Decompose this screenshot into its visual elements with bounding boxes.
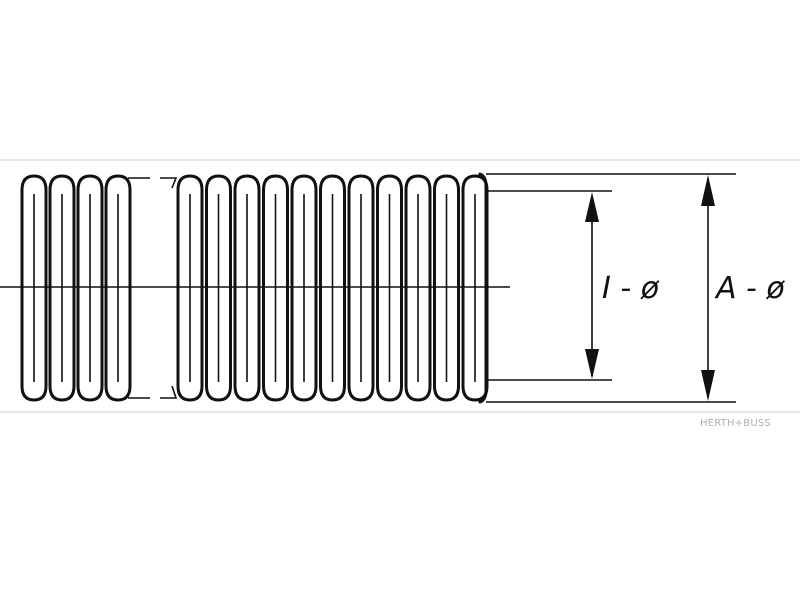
- hose-rib: [76, 174, 104, 402]
- hose-rib: [433, 174, 460, 402]
- hose-rib: [205, 174, 232, 402]
- outer-diameter-label: A - ø: [714, 271, 785, 306]
- hose-rib: [376, 174, 403, 402]
- outer-diameter-dimension: [701, 175, 715, 401]
- break-markers: [128, 177, 178, 399]
- smooth-tube-end: [478, 172, 736, 404]
- hose-rib: [104, 174, 132, 402]
- inner-diameter-dimension: [585, 192, 599, 379]
- hose-rib: [48, 174, 76, 402]
- hose-rib: [233, 174, 261, 402]
- hose-rib: [290, 174, 318, 402]
- hose-rib: [404, 174, 432, 402]
- corrugated-hose-body: [20, 174, 489, 402]
- hose-rib: [319, 174, 346, 402]
- hose-rib: [347, 174, 375, 402]
- hose-rib: [176, 174, 204, 402]
- hose-rib: [20, 174, 48, 402]
- hose-rib: [262, 174, 289, 402]
- inner-diameter-label: I - ø: [602, 271, 660, 306]
- brand-watermark: HERTH+BUSS: [700, 418, 771, 429]
